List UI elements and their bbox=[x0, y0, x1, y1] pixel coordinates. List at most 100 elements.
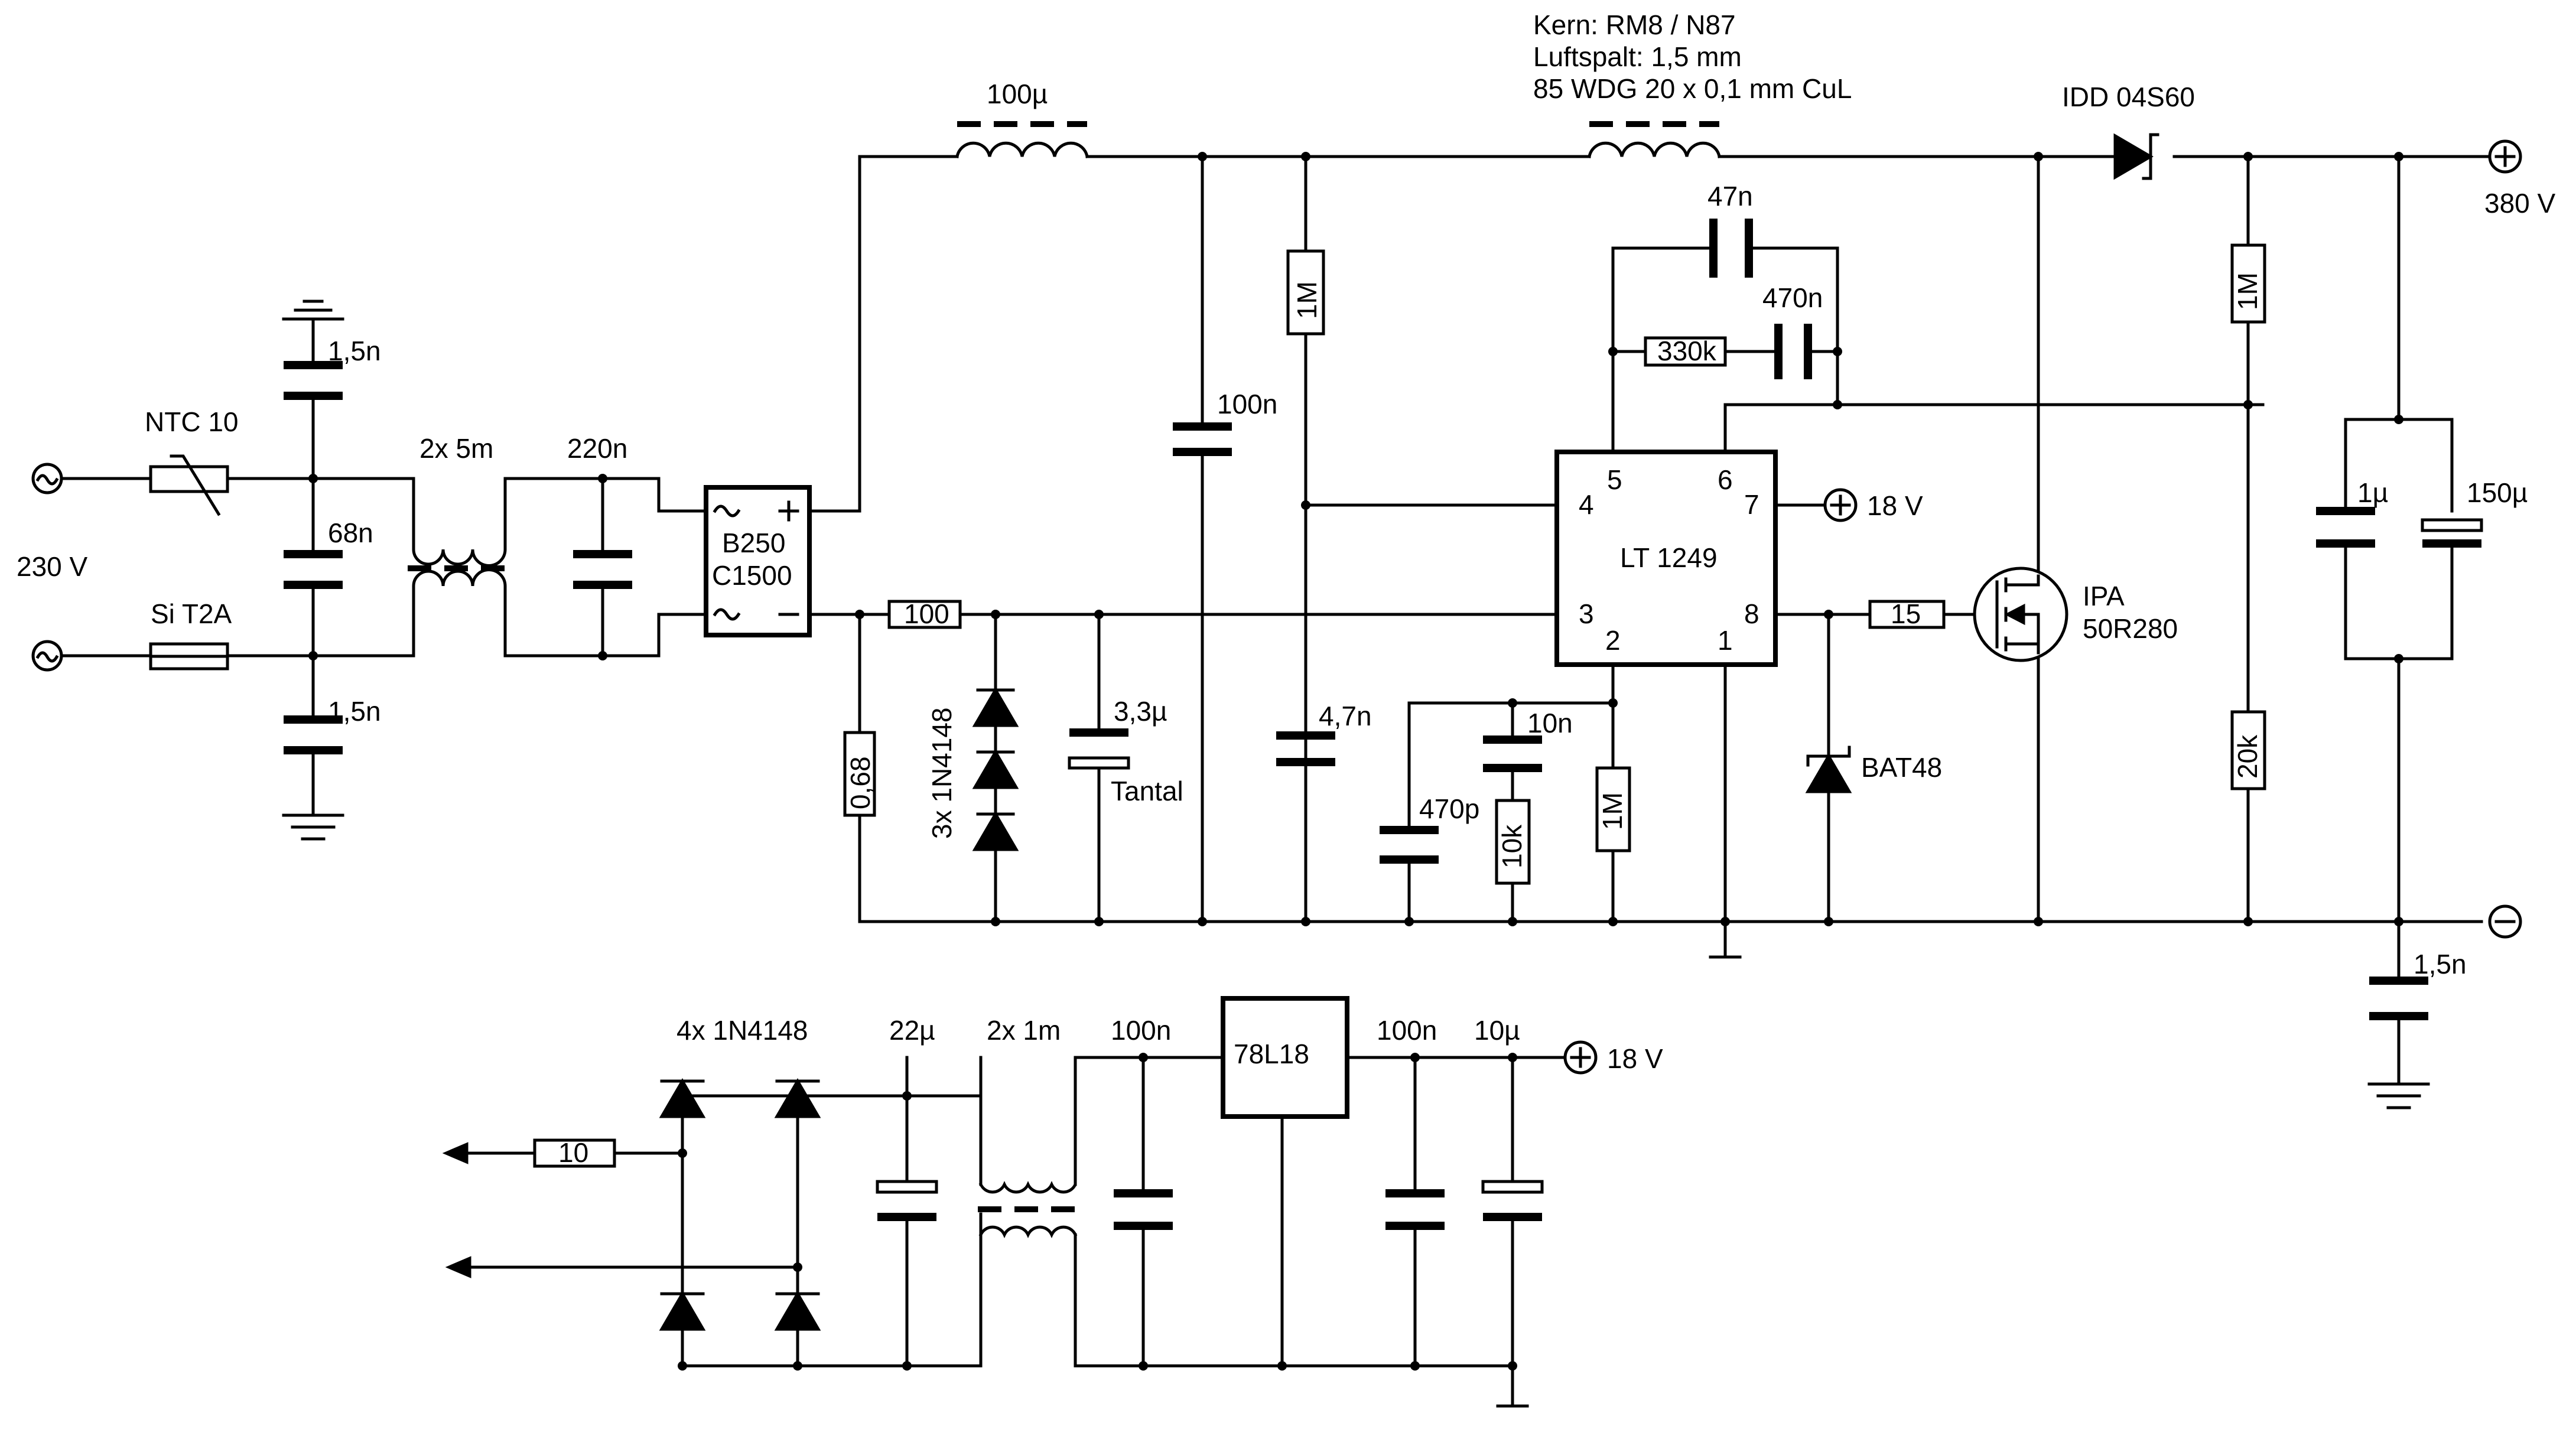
resistor-100 bbox=[887, 600, 962, 629]
cap-1u-label: 1µ bbox=[2357, 477, 2388, 508]
diode-stack-3x1n4148 bbox=[972, 687, 1019, 851]
earth-top-icon bbox=[282, 300, 344, 321]
cap-1n5-earth bbox=[2369, 977, 2428, 1020]
cap-y-bottom-label: 1,5n bbox=[328, 696, 381, 727]
cap-y-bottom bbox=[284, 715, 343, 754]
mosfet-label-2: 50R280 bbox=[2083, 613, 2178, 644]
resistor-shunt-label: 0,68 bbox=[845, 756, 876, 809]
resistor-1m-right bbox=[2230, 243, 2266, 324]
diode-stack-label: 3x 1N4148 bbox=[926, 708, 957, 839]
cap-22u bbox=[876, 1180, 938, 1221]
ic-pin-6: 6 bbox=[1718, 464, 1733, 495]
cap-470p-label: 470p bbox=[1419, 793, 1479, 824]
aux-bridge-label: 4x 1N4148 bbox=[676, 1015, 808, 1046]
inductor-100u-label: 100µ bbox=[987, 79, 1048, 109]
cap-10u bbox=[1481, 1180, 1544, 1221]
ntc-thermistor bbox=[149, 454, 229, 516]
ac-input-bottom-icon bbox=[31, 640, 63, 672]
cap-1n5-earth-label: 1,5n bbox=[2414, 949, 2467, 979]
bridge-label-2: C1500 bbox=[712, 560, 792, 591]
resistor-15-label: 15 bbox=[1891, 598, 1921, 629]
cap-470n-label: 470n bbox=[1762, 282, 1823, 313]
resistor-1m-pin2-label: 1M bbox=[1597, 792, 1628, 830]
cap-10n-label: 10n bbox=[1527, 708, 1573, 738]
inductor-100u bbox=[955, 121, 1089, 158]
ic-pin-1: 1 bbox=[1718, 625, 1733, 656]
aux-bridge-diodes bbox=[659, 1078, 821, 1331]
resistor-10-aux-label: 10 bbox=[558, 1137, 588, 1168]
cap-470n bbox=[1774, 324, 1812, 379]
ac-input-top-icon bbox=[31, 463, 63, 494]
wires bbox=[57, 155, 2492, 1408]
resistor-330k-label: 330k bbox=[1657, 336, 1717, 366]
common-mode-choke bbox=[408, 536, 514, 598]
bridge-rectifier bbox=[704, 485, 812, 637]
junction-dots bbox=[308, 152, 2403, 1371]
resistor-20k bbox=[2230, 710, 2266, 790]
power-mosfet bbox=[1973, 567, 2068, 662]
cap-10n bbox=[1483, 735, 1542, 772]
cap-tantal bbox=[1068, 728, 1130, 770]
cap-47n bbox=[1709, 219, 1753, 278]
core-note-line-3: 85 WDG 20 x 0,1 mm CuL bbox=[1533, 73, 1852, 104]
cap-tantal-name: Tantal bbox=[1111, 776, 1183, 806]
cap-100n-aux-in bbox=[1114, 1189, 1173, 1230]
resistor-330k bbox=[1644, 336, 1727, 367]
ic-pin-4: 4 bbox=[1579, 489, 1594, 520]
resistor-10k-label: 10k bbox=[1497, 824, 1527, 868]
resistor-15 bbox=[1868, 600, 1946, 629]
resistor-10k bbox=[1495, 799, 1531, 885]
cap-4n7-label: 4,7n bbox=[1319, 701, 1372, 731]
resistor-100-label: 100 bbox=[904, 598, 949, 629]
aux-common-mode-choke bbox=[978, 1177, 1081, 1238]
supply-18v-label: 18 V bbox=[1867, 490, 1923, 521]
core-note-line-2: Luftspalt: 1,5 mm bbox=[1533, 41, 1742, 72]
fuse-label: Si T2A bbox=[151, 598, 232, 629]
fuse bbox=[149, 642, 229, 671]
cap-4n7 bbox=[1276, 731, 1335, 766]
aux-arrow-bottom-icon bbox=[445, 1256, 471, 1278]
cap-100n-aux-out-label: 100n bbox=[1377, 1015, 1437, 1046]
resistor-1m-right-label: 1M bbox=[2232, 272, 2263, 310]
resistor-20k-label: 20k bbox=[2232, 734, 2263, 779]
cap-470p bbox=[1380, 826, 1439, 864]
cap-100n-main-label: 100n bbox=[1217, 389, 1277, 419]
earth-bottom-right-icon bbox=[2367, 1082, 2430, 1109]
regulator-78l18 bbox=[1221, 996, 1349, 1119]
cap-tantal-value: 3,3µ bbox=[1114, 696, 1167, 727]
schottky-bat48 bbox=[1805, 746, 1852, 793]
pfc-controller-ic bbox=[1554, 450, 1778, 667]
aux-supply-plus-icon bbox=[1563, 1040, 1598, 1075]
pfc-inductor bbox=[1588, 121, 1721, 158]
cap-1u bbox=[2316, 507, 2375, 548]
mosfet-label-1: IPA bbox=[2083, 581, 2125, 611]
ic-label: LT 1249 bbox=[1620, 542, 1718, 573]
cap-10u-label: 10µ bbox=[1474, 1015, 1520, 1046]
cap-100n-main bbox=[1173, 422, 1232, 456]
ic-pin-8: 8 bbox=[1744, 598, 1759, 629]
cap-x bbox=[284, 550, 343, 589]
output-minus-icon bbox=[2488, 904, 2522, 939]
cap-100n-aux-in-label: 100n bbox=[1111, 1015, 1171, 1046]
core-note-line-1: Kern: RM8 / N87 bbox=[1533, 9, 1736, 40]
output-plus-icon bbox=[2488, 139, 2522, 174]
aux-arrow-top-icon bbox=[442, 1142, 469, 1164]
output-voltage-label: 380 V bbox=[2484, 188, 2556, 219]
ic-pin-5: 5 bbox=[1607, 464, 1622, 495]
cap-220n bbox=[573, 550, 632, 589]
cap-220n-label: 220n bbox=[567, 433, 627, 464]
aux-choke-label: 2x 1m bbox=[987, 1015, 1061, 1046]
sic-diode bbox=[2113, 133, 2159, 180]
aux-supply-18v-label: 18 V bbox=[1607, 1043, 1663, 1074]
ic-pin-7: 7 bbox=[1744, 489, 1759, 520]
cap-22u-label: 22µ bbox=[889, 1015, 935, 1046]
choke-label: 2x 5m bbox=[419, 433, 493, 464]
resistor-10-aux bbox=[533, 1138, 616, 1168]
ntc-label: NTC 10 bbox=[145, 406, 238, 437]
supply-plus-icon bbox=[1823, 488, 1858, 522]
sic-diode-label: IDD 04S60 bbox=[2062, 82, 2195, 112]
cap-150u bbox=[2421, 518, 2483, 548]
resistor-shunt bbox=[843, 731, 876, 817]
mains-voltage-label: 230 V bbox=[17, 551, 88, 582]
